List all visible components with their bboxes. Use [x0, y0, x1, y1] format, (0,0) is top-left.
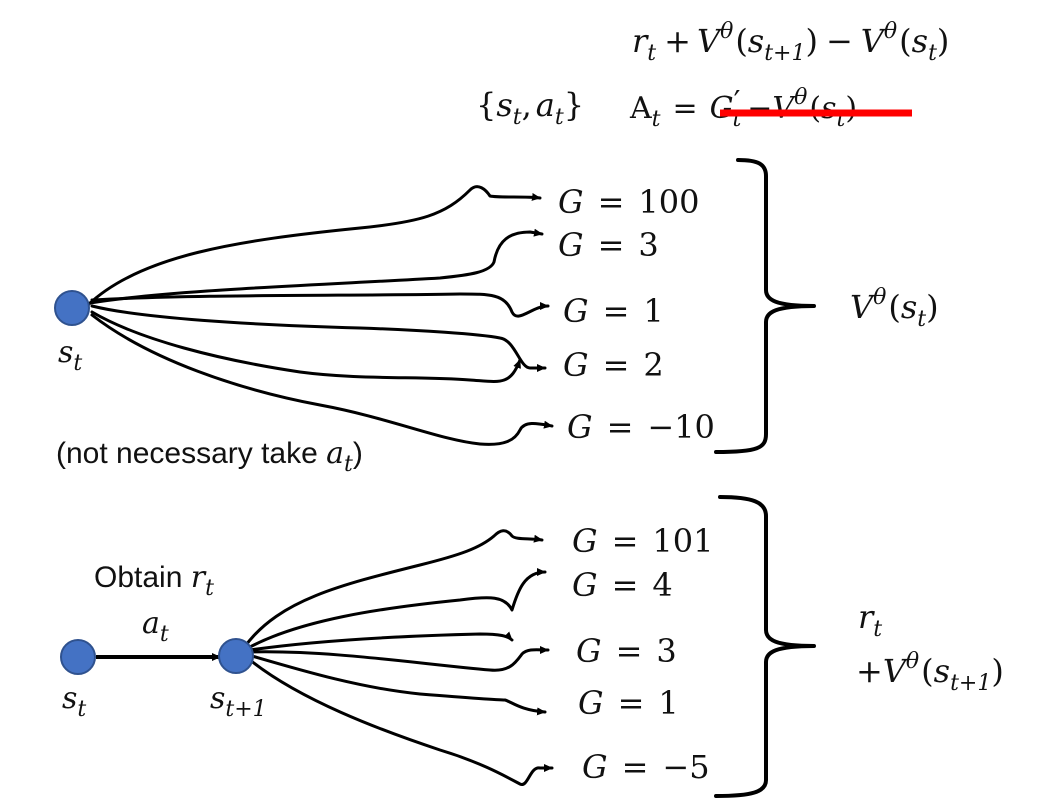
upper-note-suffix: ) — [353, 437, 363, 470]
upper-state-node — [54, 290, 90, 326]
lower-next-state-node — [218, 638, 254, 674]
advantage-minus: − — [747, 91, 772, 126]
lower-trajectory-5 — [250, 654, 547, 716]
advantage-open: ( — [809, 91, 821, 126]
lower-state-node — [60, 639, 96, 675]
svg-text:rt+Vθ(st+1)−Vθ(st): rt+Vθ(st+1)−Vθ(st) — [632, 19, 949, 66]
lower-section: st st+1 Obtain rt at G=101 G=4 G=3 G=1 G… — [60, 495, 1004, 798]
advantage-close: ) — [845, 91, 857, 126]
upper-return-4: G=2 — [563, 346, 664, 384]
top-formula-theta1: θ — [720, 19, 733, 44]
pair-open-brace: { — [476, 86, 496, 124]
advantage-g: G — [710, 91, 734, 126]
advantage-a: A — [629, 91, 652, 126]
top-formula-r-sub: t — [647, 41, 656, 66]
top-formula-v2: V — [861, 22, 887, 60]
top-formula-open1: ( — [735, 22, 747, 60]
advantage-s-sub: t — [836, 107, 845, 132]
lower-brace-label-r: rt — [858, 598, 882, 642]
action-label: at — [142, 606, 169, 647]
upper-trajectory-5 — [90, 310, 522, 383]
upper-trajectory-3 — [90, 292, 550, 318]
upper-trajectory-2 — [88, 228, 544, 305]
upper-note-prefix: (not necessary take — [56, 437, 326, 470]
lower-node2-label: s — [210, 681, 225, 716]
svg-text:st: st — [58, 335, 82, 376]
advantage-a-sub: t — [652, 107, 661, 132]
lower-brace-label-v: +Vθ(st+1) — [856, 649, 1004, 696]
top-formula-s1-sub: t+1 — [764, 41, 805, 66]
advantage-g-prime: ′ — [734, 85, 741, 120]
top-formula-close1: ) — [806, 22, 818, 60]
top-formula-plus: + — [664, 22, 691, 60]
upper-return-3: G=1 — [563, 292, 664, 330]
top-formula-open2: ( — [899, 22, 911, 60]
svg-text:st: st — [62, 681, 86, 722]
lower-return-4: G=1 — [578, 684, 679, 722]
lower-trajectory-2 — [246, 568, 547, 650]
top-formula-s1: s — [748, 22, 764, 60]
lower-trajectory-6 — [248, 658, 554, 786]
top-formula-r: r — [632, 22, 649, 60]
top-formula-close2: ) — [937, 22, 949, 60]
advantage-g-sub: t — [732, 107, 741, 132]
pair-a: a — [536, 86, 555, 124]
svg-text:{st,at}: {st,at} — [476, 86, 584, 130]
upper-brace — [714, 158, 816, 454]
pair-close-brace: } — [564, 86, 584, 124]
upper-trajectory-1 — [86, 185, 542, 307]
upper-node-label-sub: t — [73, 351, 82, 376]
top-formula-theta2: θ — [884, 19, 897, 44]
lower-trajectory-1 — [244, 529, 544, 647]
upper-node-label: s — [58, 335, 73, 370]
svg-text:At=G′t−Vθ(st): At=G′t−Vθ(st) — [629, 85, 857, 132]
top-formula-v1: V — [697, 22, 723, 60]
upper-trajectory-4 — [90, 304, 547, 372]
upper-brace-label: Vθ(st) — [850, 285, 939, 332]
upper-return-2: G=3 — [558, 226, 659, 264]
top-formula-s2: s — [912, 22, 928, 60]
upper-return-5: G=−10 — [567, 408, 715, 446]
lower-node1-label: s — [62, 681, 77, 716]
lower-trajectory-4 — [248, 645, 550, 672]
lower-node2-label-sub: t+1 — [225, 697, 266, 722]
pair-comma: , — [522, 86, 532, 124]
upper-note-var: a — [326, 436, 344, 471]
pair-a-sub: t — [555, 105, 564, 130]
pair-s: s — [496, 86, 512, 124]
advantage-equals: = — [673, 91, 698, 126]
top-formula-minus: − — [826, 22, 853, 60]
upper-section: st (not necessary take at) G=100 G=3 G=1… — [54, 158, 939, 477]
upper-return-1: G=100 — [558, 183, 699, 221]
lower-return-5: G=−5 — [582, 748, 710, 786]
top-formula: rt+Vθ(st+1)−Vθ(st) — [632, 19, 949, 66]
lower-return-2: G=4 — [572, 566, 673, 604]
upper-trajectory-6 — [90, 313, 554, 446]
lower-return-3: G=3 — [576, 632, 677, 670]
top-formula-s2-sub: t — [928, 41, 937, 66]
lower-trajectory-3 — [248, 631, 514, 652]
advantage-v: V — [772, 91, 797, 126]
lower-node1-label-sub: t — [77, 697, 86, 722]
svg-text:st+1: st+1 — [210, 681, 267, 722]
upper-note: (not necessary take at) — [56, 436, 363, 477]
obtain-reward-label: Obtain rt — [94, 560, 214, 601]
upper-note-var-sub: t — [344, 452, 353, 477]
advantage-theta: θ — [794, 85, 807, 110]
advantage-s: s — [821, 91, 836, 126]
lower-return-1: G=101 — [572, 522, 713, 560]
pair-s-sub: t — [513, 105, 522, 130]
advantage-formula: At=G′t−Vθ(st) — [629, 85, 912, 132]
lower-brace — [714, 495, 816, 798]
state-action-pair: {st,at} — [476, 86, 584, 130]
